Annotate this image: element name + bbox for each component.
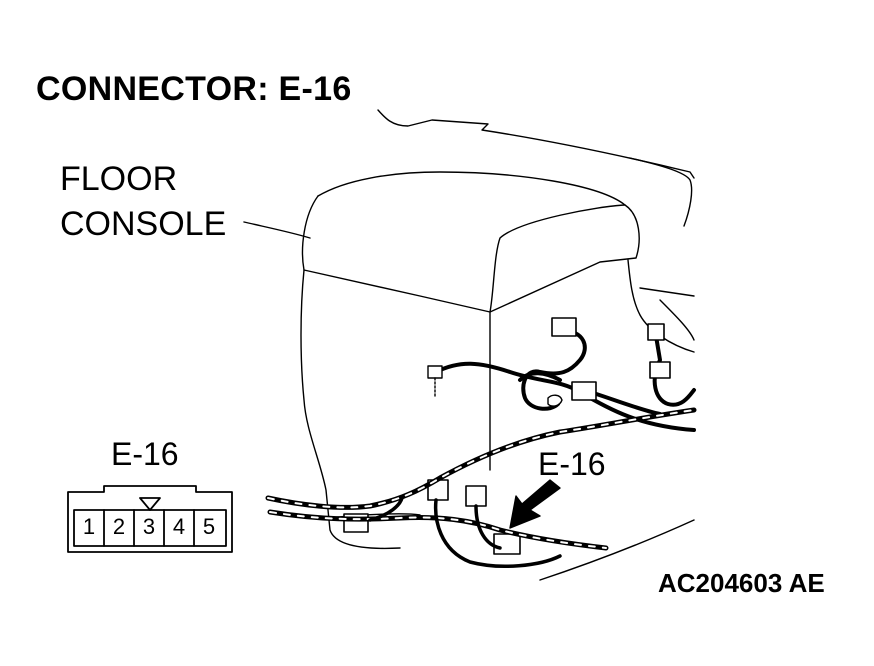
floor-panel-outline-2 <box>639 287 695 297</box>
pin-number-3: 3 <box>142 514 156 539</box>
connector-view-label: E-16 <box>111 436 179 472</box>
figure-code: AC204603 AE <box>658 568 825 598</box>
floor-panel-outline <box>627 259 695 353</box>
floor-panel-outline-3 <box>659 299 695 341</box>
floor-console-label-line2: CONSOLE <box>60 205 227 243</box>
wiring-harness-lower <box>265 407 697 551</box>
connector-location-label: E-16 <box>538 446 606 482</box>
floor-console-label-line1: FLOOR <box>60 160 178 198</box>
pin-number-5: 5 <box>202 514 216 539</box>
dashboard-outline <box>629 157 693 227</box>
ground-bolt <box>427 365 563 407</box>
pointer-arrow <box>509 479 561 529</box>
pin-number-4: 4 <box>172 514 186 539</box>
pin-number-1: 1 <box>82 514 96 539</box>
page-title: CONNECTOR: E-16 <box>36 70 352 108</box>
connector-face-view <box>67 485 233 553</box>
floor-bottom-line <box>539 519 695 581</box>
pin-number-2: 2 <box>112 514 126 539</box>
console-leader-line <box>243 221 311 239</box>
wiring-harness-branches <box>368 496 562 568</box>
title-leader-line <box>377 109 695 179</box>
